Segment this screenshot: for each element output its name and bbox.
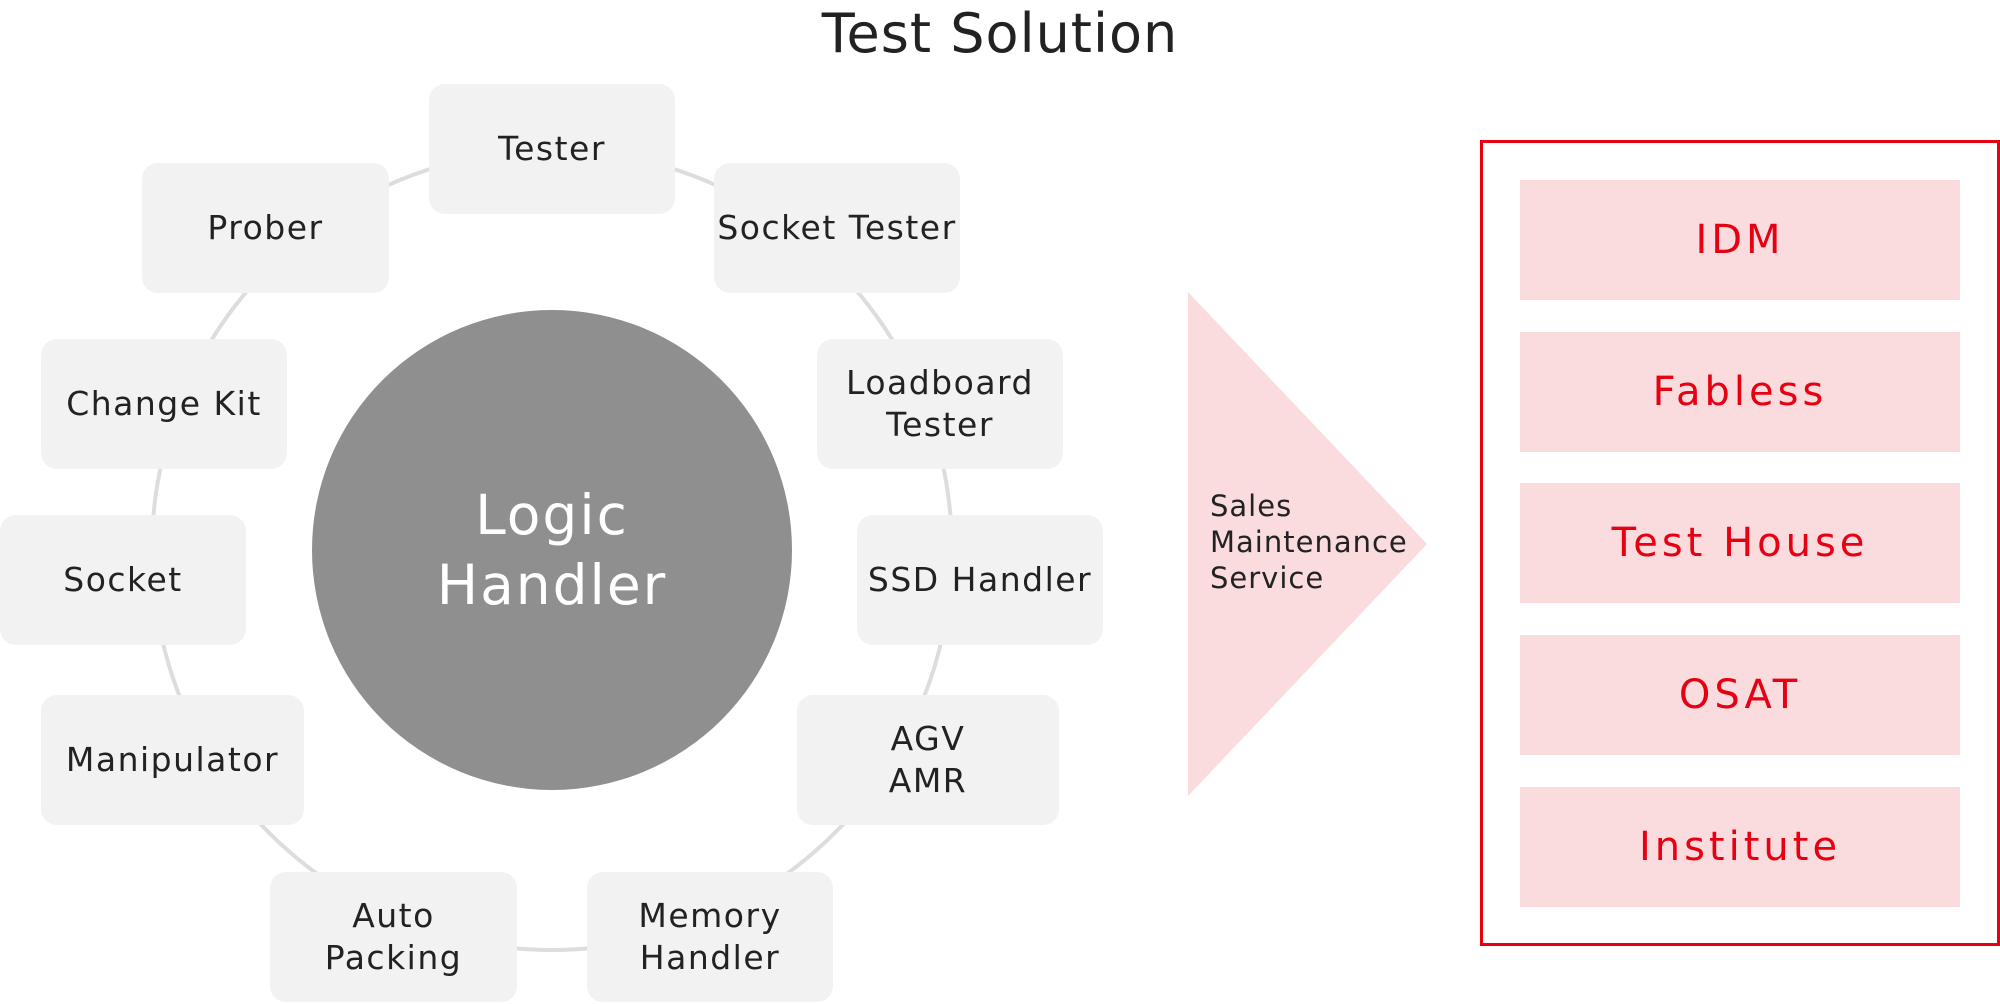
node-agv-amr: AGV AMR xyxy=(797,695,1059,825)
node-socket: Socket xyxy=(0,515,246,645)
node-change-kit: Change Kit xyxy=(41,339,287,469)
arrow-triangle xyxy=(1188,292,1427,796)
node-tester: Tester xyxy=(429,84,675,214)
node-socket-tester: Socket Tester xyxy=(714,163,960,293)
hub-logic-handler: Logic Handler xyxy=(312,310,792,790)
node-loadboard-tester: Loadboard Tester xyxy=(817,339,1063,469)
target-test-house: Test House xyxy=(1520,483,1960,603)
node-auto-packing: Auto Packing xyxy=(270,872,517,1002)
node-prober: Prober xyxy=(142,163,389,293)
target-osat: OSAT xyxy=(1520,635,1960,755)
node-memory-handler: Memory Handler xyxy=(587,872,833,1002)
node-ssd-handler: SSD Handler xyxy=(857,515,1103,645)
target-institute: Institute xyxy=(1520,787,1960,907)
target-idm: IDM xyxy=(1520,180,1960,300)
diagram-title: Test Solution xyxy=(821,2,1179,65)
customer-frame xyxy=(1480,140,2000,946)
node-manipulator: Manipulator xyxy=(41,695,304,825)
target-fabless: Fabless xyxy=(1520,332,1960,452)
arrow-label: Sales Maintenance Service xyxy=(1210,489,1408,595)
